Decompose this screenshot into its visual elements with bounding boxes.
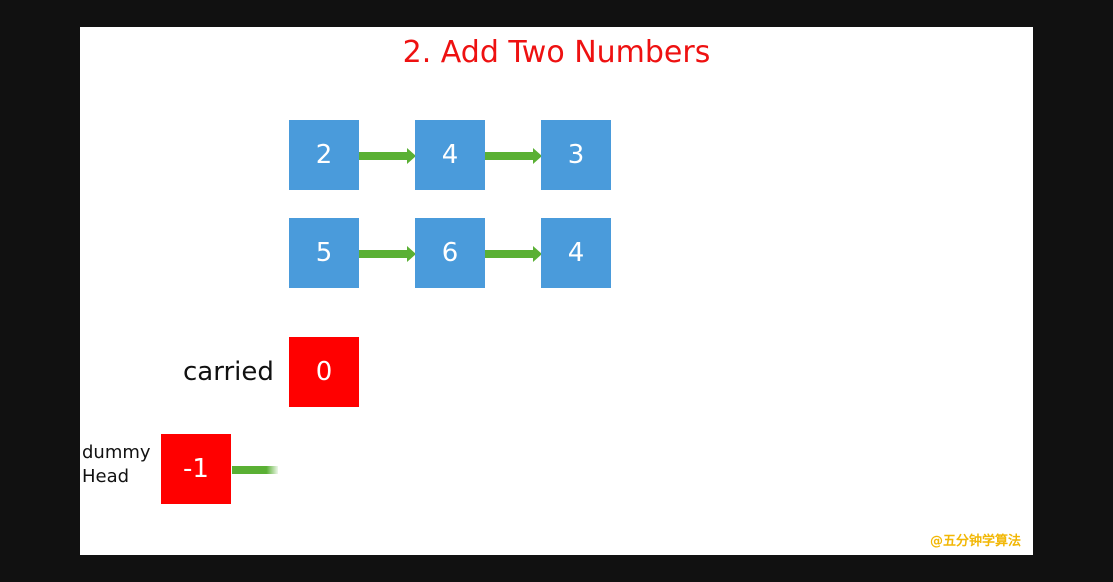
dummy-head-label-line2: Head xyxy=(82,466,130,487)
list2-node-1: 6 xyxy=(415,218,485,288)
list1-node-2: 3 xyxy=(541,120,611,190)
dummy-head-label-line1: dummy xyxy=(82,442,151,463)
arrow-list2-0-1 xyxy=(359,246,416,262)
dummy-head-label: dummy Head xyxy=(82,441,151,489)
list1-node-1: 4 xyxy=(415,120,485,190)
list1-node-0: 2 xyxy=(289,120,359,190)
arrow-dummy-pointer xyxy=(232,466,278,474)
arrow-list1-1-2 xyxy=(485,148,542,164)
list2-node-2: 4 xyxy=(541,218,611,288)
carried-label: carried xyxy=(183,357,274,387)
dummy-head-node: -1 xyxy=(161,434,231,504)
arrow-list2-1-2 xyxy=(485,246,542,262)
list2-node-0: 5 xyxy=(289,218,359,288)
diagram-canvas: 2. Add Two Numbers 2 xyxy=(80,27,1033,555)
carried-node: 0 xyxy=(289,337,359,407)
arrow-list1-0-1 xyxy=(359,148,416,164)
diagram-title: 2. Add Two Numbers xyxy=(402,35,711,70)
watermark: @五分钟学算法 xyxy=(929,534,1021,549)
